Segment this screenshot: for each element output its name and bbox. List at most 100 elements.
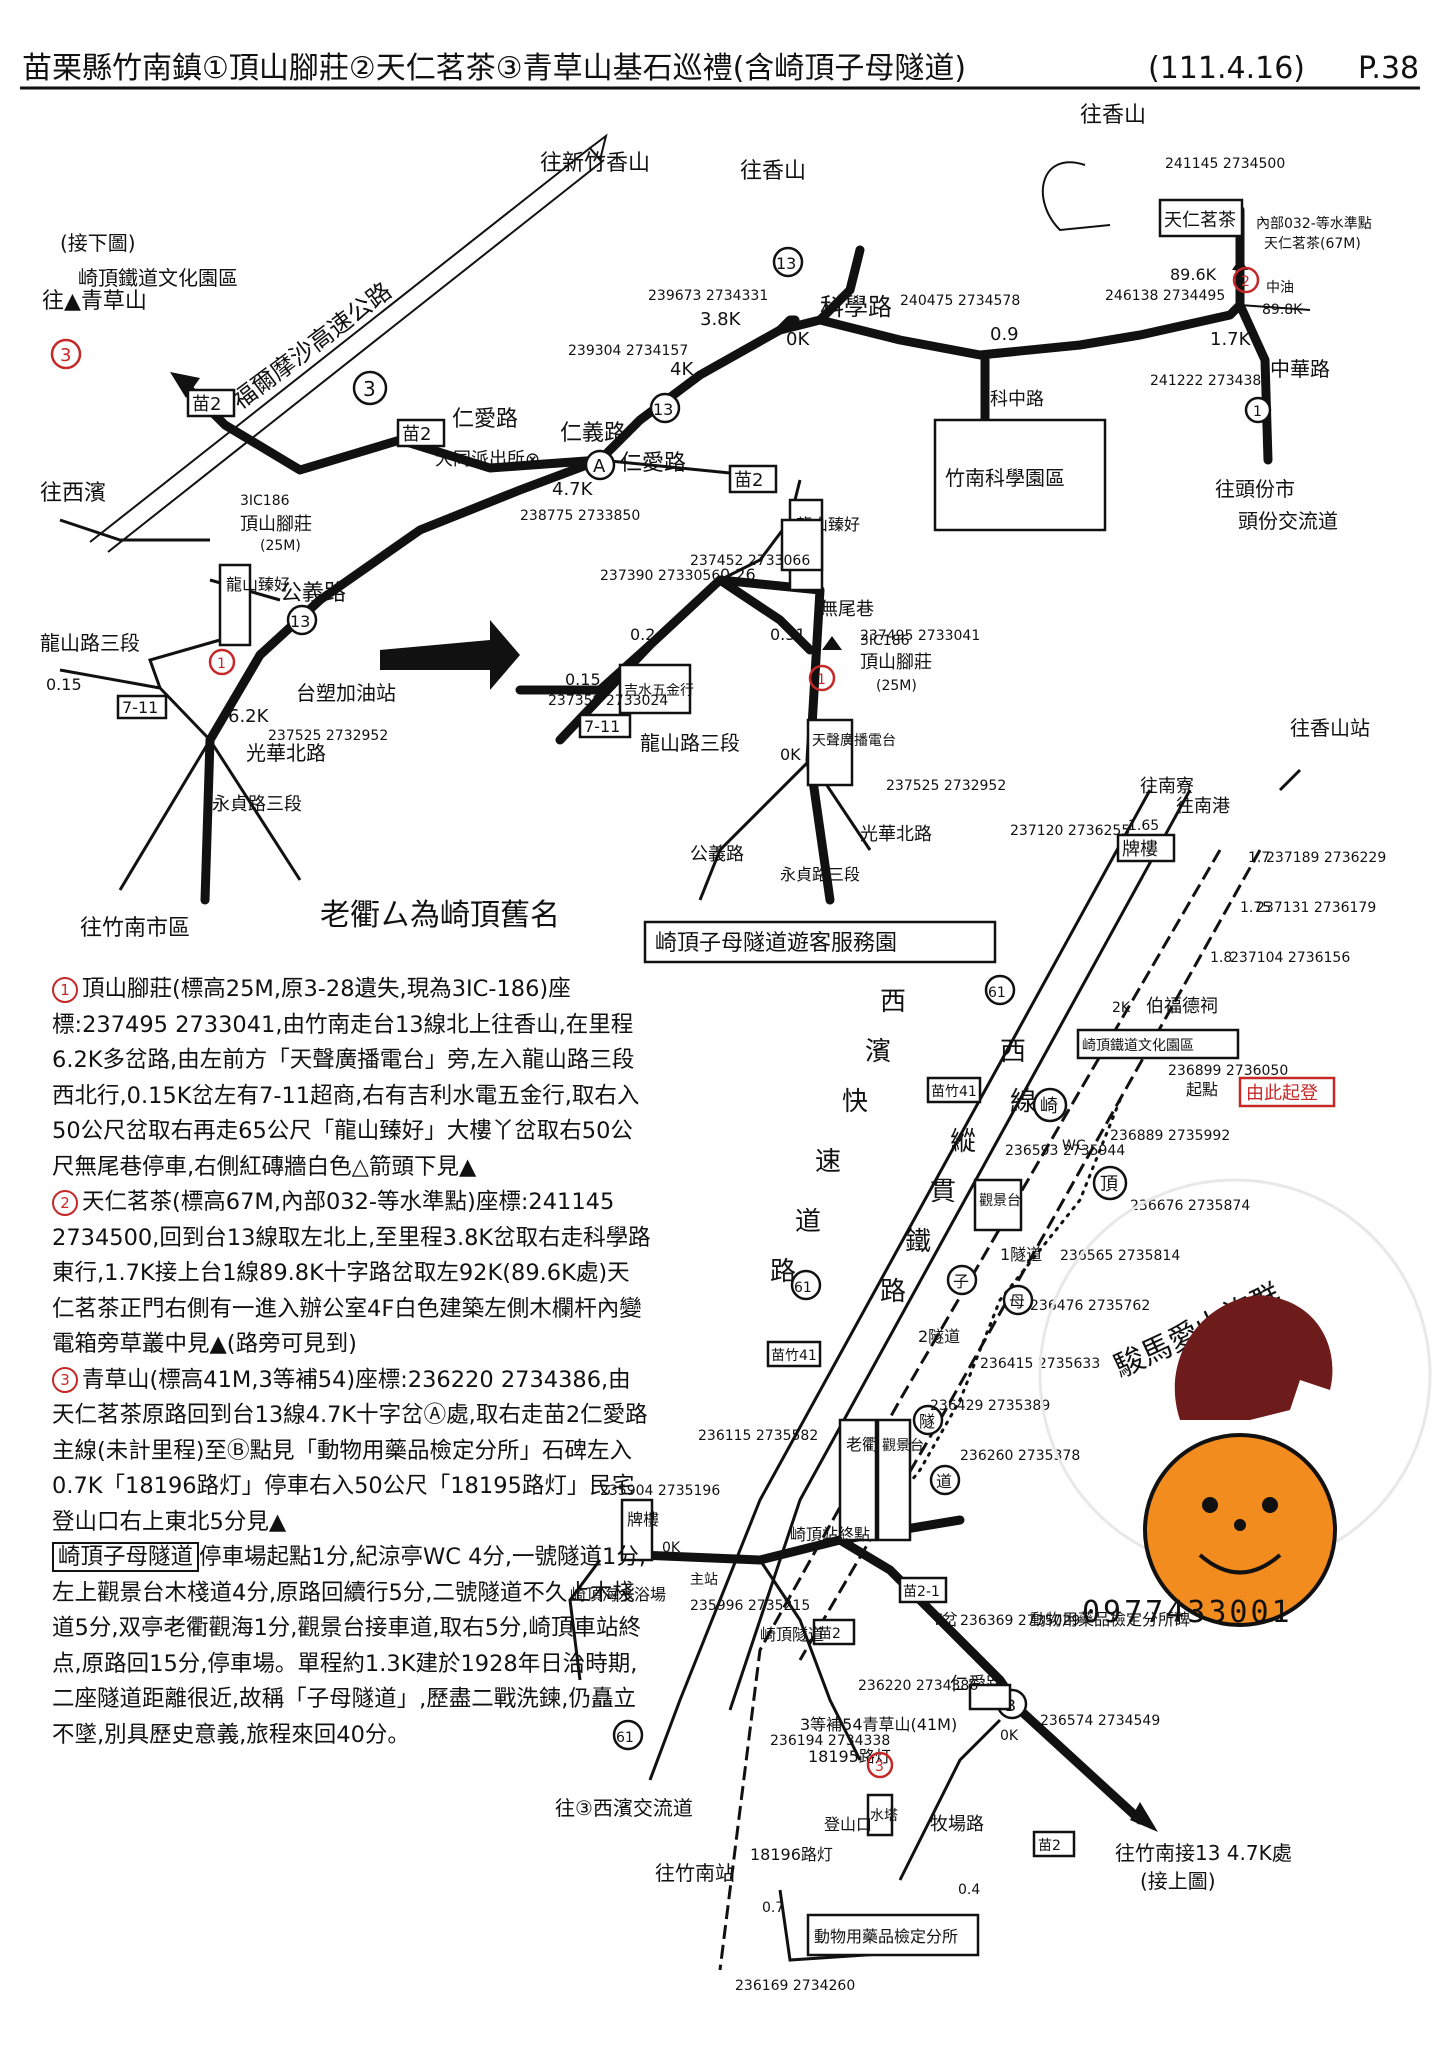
kexue-road bbox=[815, 300, 1245, 360]
coord-c11: 237495 2733041 bbox=[860, 628, 980, 644]
railway-main bbox=[718, 849, 1222, 1971]
map-date: (111.4.16) bbox=[1148, 51, 1305, 86]
coord-c10: 237390 2733056 bbox=[600, 568, 720, 584]
renai-road-west bbox=[180, 380, 605, 475]
km-0: 0K bbox=[786, 329, 810, 350]
culture-park-box bbox=[1076, 1028, 1240, 1060]
longshan-seal: 龍山臻好 bbox=[226, 575, 290, 594]
qiding-2: 頂 bbox=[1100, 1174, 1118, 1195]
qiding-tunnel: 崎頂隧道 bbox=[760, 1625, 824, 1644]
route13-sign-mid bbox=[649, 392, 681, 424]
tianren-elev: 天仁茗茶(67M) bbox=[1264, 236, 1361, 252]
logo-smile bbox=[1198, 1553, 1282, 1575]
route61-bottom: 61 bbox=[616, 1730, 634, 1746]
xibin-express-d: 速 bbox=[815, 1147, 841, 1177]
km-89-6: 89.6K bbox=[1170, 265, 1217, 284]
start-here: 由此起登 bbox=[1246, 1083, 1318, 1104]
route61-top: 61 bbox=[988, 985, 1006, 1001]
inset-triangle bbox=[822, 636, 842, 650]
miaozhu41-box-bottom bbox=[766, 1340, 822, 1368]
to-xiangshan-top: 往香山 bbox=[1080, 103, 1146, 128]
west-line-c: 縱 bbox=[950, 1127, 976, 1157]
road-to-beach bbox=[568, 1559, 602, 1681]
to-xiangshan-station: 往香山站 bbox=[1290, 716, 1370, 740]
west-line-d: 貫 bbox=[930, 1177, 956, 1207]
qingcaoshan-pt: 3等補54青草山(41M) bbox=[800, 1715, 957, 1734]
qiding-1: 崎 bbox=[1040, 1096, 1058, 1117]
note-4-text: 停車場起點1分,紀涼亭WC 4分,一號隧道1分,左上觀景台木棧道4分,原路回續行… bbox=[52, 1544, 647, 1748]
km-0-9: 0.9 bbox=[990, 324, 1019, 345]
inset-gongyi: 公義路 bbox=[690, 844, 744, 865]
road-to-zhunan bbox=[1015, 1705, 1145, 1825]
miao2-b: 苗2 bbox=[402, 424, 431, 445]
coord-c27: 236260 2735378 bbox=[960, 1448, 1080, 1464]
coord-c3: 241222 2734383 bbox=[1150, 373, 1270, 389]
coord-c25: 236429 2735389 bbox=[930, 1398, 1050, 1414]
tunnel-title-box bbox=[643, 920, 997, 964]
coord-c34: 236169 2734260 bbox=[735, 1978, 855, 1994]
note-2-marker: 2 bbox=[52, 1189, 78, 1216]
kexue-road-label: 科學路 bbox=[820, 293, 892, 321]
coord-c7: 238775 2733850 bbox=[520, 508, 640, 524]
point-3-num: 3 bbox=[875, 1759, 884, 1775]
dao-label: 道 bbox=[936, 1472, 952, 1491]
to-xiangshan-mid: 往香山 bbox=[740, 159, 806, 184]
sui-label: 隧 bbox=[919, 1412, 935, 1431]
km-3-8: 3.8K bbox=[700, 309, 742, 330]
culture-park-label: 崎頂鐵道文化園區 bbox=[78, 266, 238, 290]
route13-sign-south bbox=[286, 604, 318, 636]
km-0-15: 0.15 bbox=[46, 675, 82, 694]
miao2-sign-b bbox=[396, 418, 446, 448]
jishui-label: 吉水五金行 bbox=[624, 683, 694, 699]
tiansheng-label: 天聲廣播電台 bbox=[812, 732, 896, 749]
animal-office: 動物用藥品檢定分所 bbox=[814, 1927, 958, 1946]
coord-c6: 239304 2734157 bbox=[568, 343, 688, 359]
mu-circle bbox=[1002, 1284, 1034, 1316]
coord-c32: 236194 2734338 bbox=[770, 1733, 890, 1749]
coord-c22: 236565 2735814 bbox=[1060, 1248, 1180, 1264]
inset-lane bbox=[715, 575, 815, 655]
coord-c30: 236369 2735029 bbox=[960, 1613, 1080, 1629]
coord-c9: 237452 2733066 bbox=[690, 553, 810, 569]
coord-c17: 237104 2736156 bbox=[1230, 950, 1350, 966]
seven-eleven: 7-11 bbox=[122, 698, 158, 717]
coord-c21: 236676 2735874 bbox=[1130, 1198, 1250, 1214]
road-to-xibin bbox=[59, 518, 210, 542]
tunnel-trail bbox=[878, 1098, 1122, 1522]
miaozhu41-box-top bbox=[926, 1076, 982, 1104]
to-zhunan-join: 往竹南接13 4.7K處 bbox=[1115, 1841, 1292, 1865]
freeway-no3: 3 bbox=[363, 377, 376, 401]
renyi-road-label-2: 仁義路 bbox=[560, 421, 626, 446]
inset-3ic: 3IC186 bbox=[860, 633, 910, 649]
note-4: 崎頂子母隧道停車場起點1分,紀涼亭WC 4分,一號隧道1分,左上觀景台木棧道4分… bbox=[52, 1540, 652, 1753]
km-1-7b: 1.7 bbox=[1248, 850, 1270, 866]
point-2-num: 2 bbox=[1241, 274, 1250, 290]
route61-sign-mid bbox=[790, 1269, 822, 1301]
join-upper: (接上圖) bbox=[1140, 1869, 1216, 1893]
inset-longshan-road: 龍山路三段 bbox=[640, 731, 740, 755]
longshan-road-label: 龍山路三段 bbox=[40, 631, 140, 655]
zhonghua-road: 中華路 bbox=[1270, 357, 1330, 381]
inset-seven-eleven-box bbox=[578, 713, 632, 739]
fude-temple: 伯福德祠 bbox=[1146, 996, 1218, 1017]
tianren-label: 天仁茗茶 bbox=[1164, 210, 1236, 231]
logo-eye-right bbox=[1262, 1497, 1278, 1513]
cpc-label: 中油 bbox=[1266, 280, 1294, 296]
route13-mid: 13 bbox=[653, 400, 673, 419]
guanjing-box bbox=[876, 1418, 912, 1542]
miao2-sign-c bbox=[728, 464, 778, 494]
inset-dingshanjiao: 頂山腳莊 bbox=[860, 652, 932, 673]
guanhai-box bbox=[838, 1418, 878, 1542]
zhu-station: 主站 bbox=[690, 1572, 718, 1588]
coord-c16: 237131 2736179 bbox=[1256, 900, 1376, 916]
water-tower-box bbox=[866, 1793, 894, 1837]
water-tower: 水塔 bbox=[870, 1808, 898, 1824]
sea-park: 崎頂海水浴場 bbox=[570, 1585, 666, 1604]
wuwei-lane: 無尾巷 bbox=[820, 599, 874, 620]
route61-mid: 61 bbox=[794, 1280, 812, 1296]
coord-c1: 241145 2734500 bbox=[1165, 156, 1285, 172]
route-1-east-spur bbox=[1239, 304, 1311, 311]
